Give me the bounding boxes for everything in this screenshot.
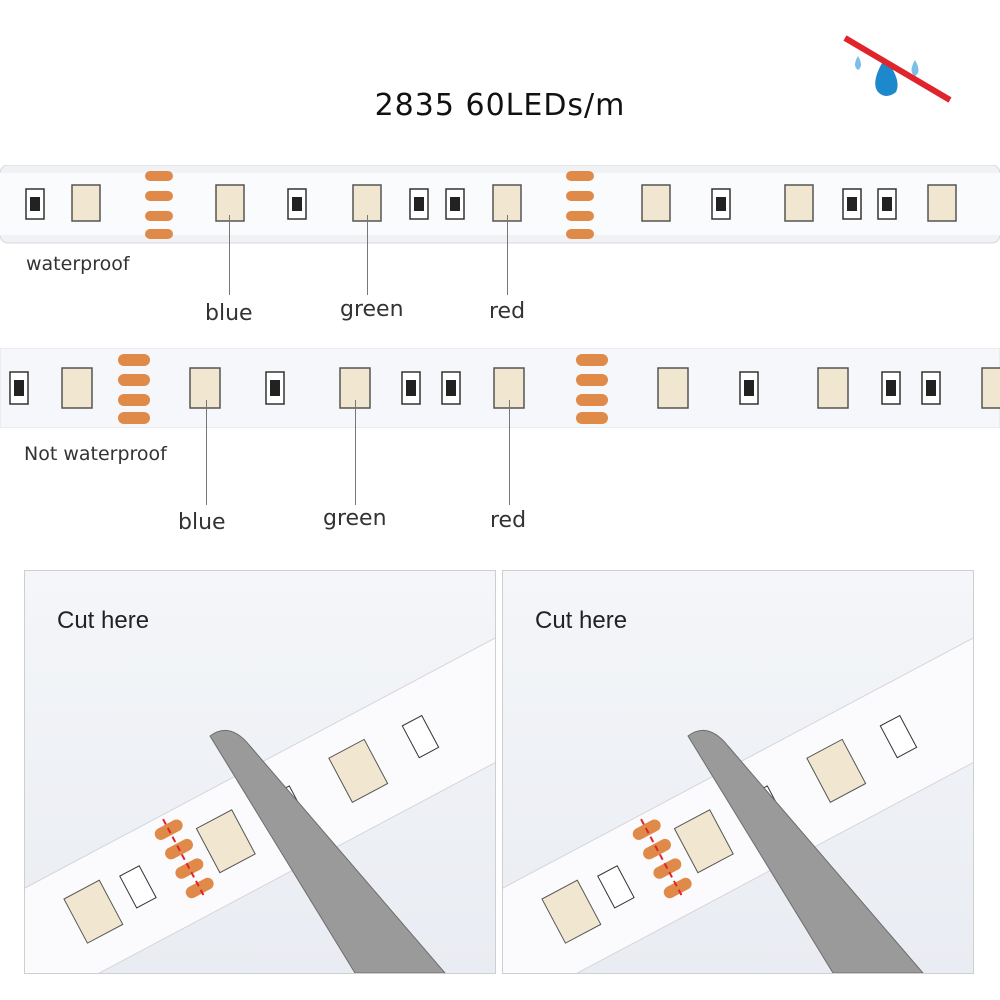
label-blue: blue: [178, 510, 226, 535]
label-red: red: [489, 299, 526, 324]
scissors-blade: [687, 729, 924, 973]
cut-here-label: Cut here: [535, 607, 628, 634]
led-chip: [784, 184, 814, 222]
label-green: green: [340, 297, 404, 322]
led-strip-waterproof: [0, 165, 1000, 244]
led-chip: [641, 184, 671, 222]
pad-group-2: [566, 171, 594, 239]
led-chip: [981, 367, 1000, 409]
led-chip: [657, 367, 689, 409]
label-green: green: [323, 506, 387, 531]
led-strip-not-waterproof: [0, 348, 1000, 428]
pad-group-2: [576, 354, 608, 424]
cut-panel-left: Cut here: [24, 570, 496, 974]
leader-line: [509, 400, 510, 505]
pad-group-1: [145, 171, 173, 239]
leader-line: [229, 215, 230, 295]
led-chip: [215, 184, 245, 222]
label-blue: blue: [205, 301, 253, 326]
drop-large: [875, 58, 898, 96]
label-red: red: [490, 508, 527, 533]
led-chip: [189, 367, 221, 409]
pad-group-1: [118, 354, 150, 424]
led-chip: [339, 367, 371, 409]
cut-illustration: [25, 620, 495, 973]
led-chip: [817, 367, 849, 409]
drop-small-right: [911, 60, 919, 76]
cut-illustration: [503, 620, 973, 973]
cross-line: [843, 35, 952, 103]
led-chip: [71, 184, 101, 222]
leader-line: [206, 400, 207, 505]
scissors-blade: [209, 729, 446, 973]
cut-here-label: Cut here: [57, 607, 150, 634]
leader-line: [355, 400, 356, 505]
led-chip: [927, 184, 957, 222]
leader-line: [507, 215, 508, 295]
page-title: 2835 60LEDs/m: [374, 88, 626, 123]
leader-line: [367, 215, 368, 295]
water-drop-crossed-icon: [843, 35, 952, 103]
led-chip: [61, 367, 93, 409]
not-waterproof-tag: Not waterproof: [24, 443, 167, 465]
waterproof-tag: waterproof: [26, 253, 130, 275]
drop-small-left: [855, 56, 861, 70]
cut-panel-right: Cut here: [502, 570, 974, 974]
